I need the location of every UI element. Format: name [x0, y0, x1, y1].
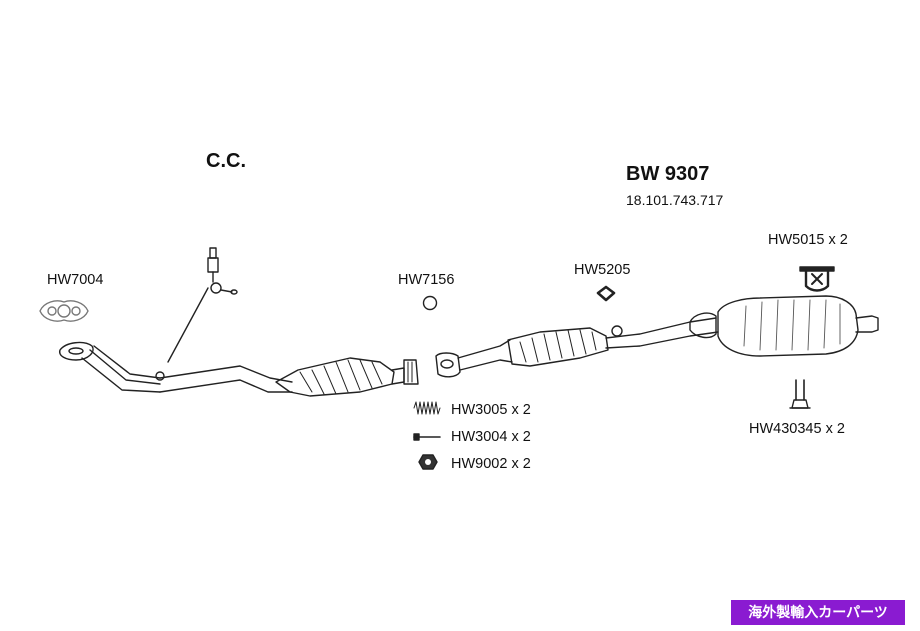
part-label-hw5015: HW5015 x 2 [768, 232, 848, 248]
spring-icon [413, 401, 441, 415]
exhaust-clamp-icon [789, 379, 811, 409]
nut-icon [418, 454, 438, 470]
part-label-hw430345: HW430345 x 2 [749, 421, 845, 437]
part-number: BW 9307 [626, 163, 710, 185]
import-parts-badge: 海外製輸入カーパーツ [731, 600, 905, 625]
bolt-icon [413, 433, 441, 441]
system-label: C.C. [206, 150, 246, 172]
part-label-hw9002: HW9002 x 2 [451, 456, 531, 472]
rubber-hanger-icon [596, 285, 616, 302]
part-label-hw5205: HW5205 [574, 262, 631, 278]
lambda-sensor-part [167, 247, 238, 363]
oem-number: 18.101.743.717 [626, 192, 724, 208]
mounting-bracket-icon [799, 266, 835, 292]
part-label-hw7004: HW7004 [47, 272, 104, 288]
front-downpipe-part [59, 341, 293, 393]
middle-converter-part [435, 317, 719, 378]
sealing-ring-icon [422, 295, 438, 311]
part-label-hw3005: HW3005 x 2 [451, 402, 531, 418]
rear-silencer-part [689, 295, 879, 357]
part-label-hw7156: HW7156 [398, 272, 455, 288]
catalytic-converter-front-part [275, 357, 419, 397]
part-label-hw3004: HW3004 x 2 [451, 429, 531, 445]
flange-gasket-icon [39, 300, 89, 322]
